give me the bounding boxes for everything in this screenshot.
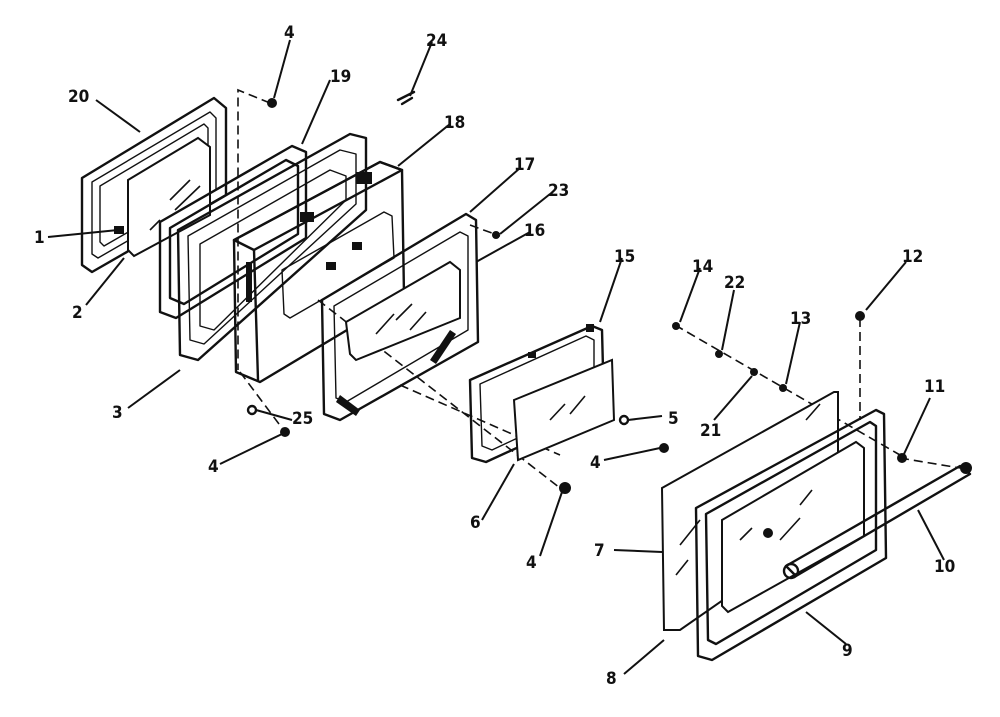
- callout-4b: 4: [208, 457, 219, 477]
- callout-20: 20: [68, 87, 89, 107]
- callout-8: 8: [606, 669, 617, 689]
- callout-4d: 4: [526, 553, 537, 573]
- callout-1: 1: [34, 228, 45, 248]
- outer-door-frame-part-9: [694, 408, 888, 662]
- callout-18: 18: [444, 113, 465, 133]
- leader-lines: [47, 39, 945, 675]
- callout-4c: 4: [590, 453, 601, 473]
- callout-3: 3: [112, 403, 123, 423]
- callout-2: 2: [72, 303, 83, 323]
- callout-24: 24: [426, 31, 447, 51]
- callout-19: 19: [330, 67, 351, 87]
- callout-22: 22: [724, 273, 745, 293]
- callout-labels: 20 1 2 3 19 4 24 18 17 23 16 25 4 15 5 4…: [34, 23, 955, 689]
- callout-11: 11: [924, 377, 945, 397]
- callout-10: 10: [934, 557, 955, 577]
- callout-13: 13: [790, 309, 811, 329]
- callout-21: 21: [700, 421, 721, 441]
- door-handle-part-10: [782, 462, 972, 580]
- callout-17: 17: [514, 155, 535, 175]
- door-gasket-frames-part-3-19: [158, 132, 368, 362]
- callout-7: 7: [594, 541, 605, 561]
- callout-12: 12: [902, 247, 923, 267]
- callout-15: 15: [614, 247, 635, 267]
- callout-25: 25: [292, 409, 313, 429]
- glass-panel-part-15: [468, 324, 616, 464]
- inner-door-frame-part-20: [80, 96, 228, 274]
- callout-4a: 4: [284, 23, 295, 43]
- window-pack-part-16-17: [320, 212, 480, 422]
- callout-9: 9: [842, 641, 853, 661]
- callout-14: 14: [692, 257, 713, 277]
- callout-23: 23: [548, 181, 569, 201]
- callout-5: 5: [668, 409, 679, 429]
- callout-16: 16: [524, 221, 545, 241]
- callout-6: 6: [470, 513, 481, 533]
